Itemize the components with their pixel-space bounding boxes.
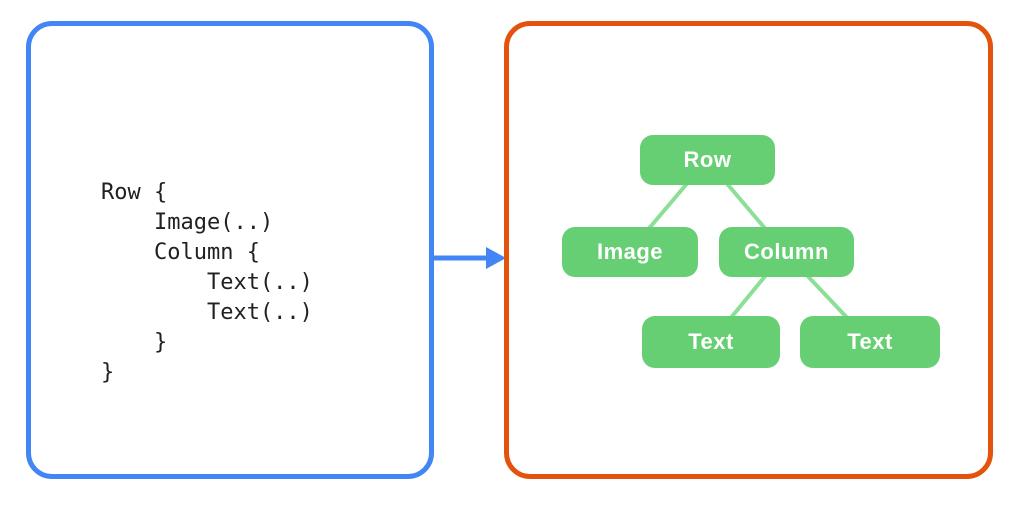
tree-node-text: Text [642, 316, 780, 368]
code-panel: Row { Image(..) Column { Text(..) Text(.… [26, 21, 434, 479]
ui-tree-panel: Row Image Column Text Text [504, 21, 993, 479]
code-line: Image(..) [101, 210, 274, 235]
tree-node-text: Text [800, 316, 940, 368]
code-block: Row { Image(..) Column { Text(..) Text(.… [101, 178, 313, 388]
code-line: Row { [101, 180, 168, 205]
code-line: Text(..) [101, 300, 313, 325]
tree-node-image: Image [562, 227, 698, 277]
code-line: } [101, 360, 115, 385]
right-arrow-icon [432, 247, 506, 269]
tree-node-row: Row [640, 135, 775, 185]
tree-node-column: Column [719, 227, 854, 277]
code-line: Column { [101, 240, 260, 265]
code-line: } [101, 330, 168, 355]
code-line: Text(..) [101, 270, 313, 295]
